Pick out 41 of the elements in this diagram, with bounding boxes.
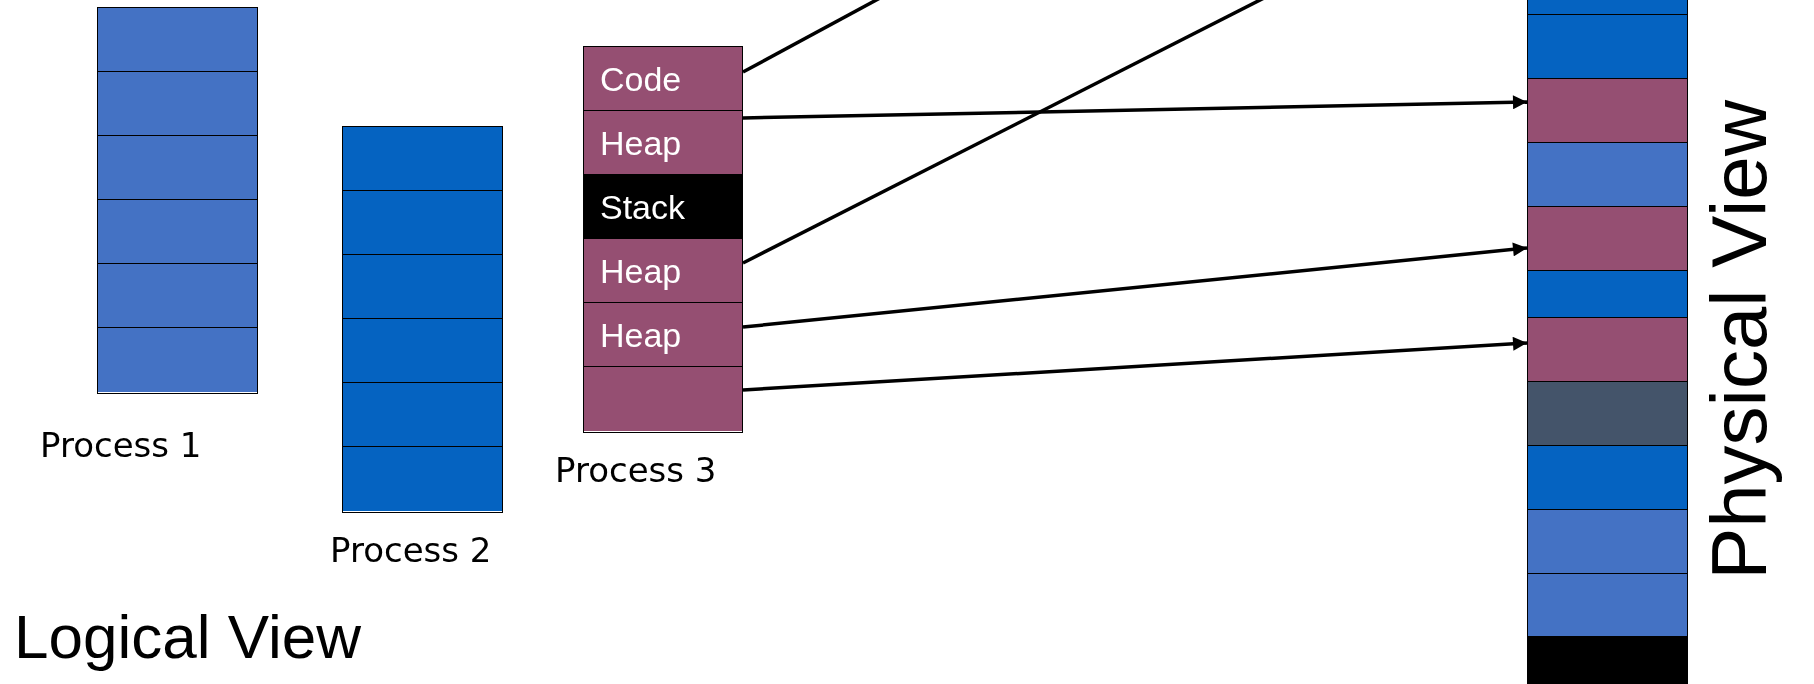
memory-segment	[98, 264, 257, 328]
memory-segment	[98, 328, 257, 392]
memory-segment	[343, 383, 502, 447]
memory-segment	[1528, 271, 1687, 318]
memory-segment	[1528, 207, 1687, 271]
process-label: Process 2	[330, 530, 492, 570]
arrow	[742, 242, 1528, 329]
memory-segment	[1528, 510, 1687, 574]
memory-segment	[1528, 446, 1687, 510]
connector-line	[742, 0, 1265, 265]
process-label: Process 1	[40, 425, 202, 465]
memory-segment	[98, 200, 257, 264]
memory-segment	[584, 367, 742, 431]
memory-segment	[98, 72, 257, 136]
memory-segment	[1528, 382, 1687, 446]
memory-segment	[1528, 143, 1687, 207]
memory-column	[1527, 0, 1688, 684]
memory-segment	[1528, 637, 1687, 684]
connector-line	[742, 0, 881, 74]
memory-segment	[343, 127, 502, 191]
memory-segment	[1528, 318, 1687, 382]
memory-segment	[343, 319, 502, 383]
memory-segment	[343, 255, 502, 319]
memory-segment: Heap	[584, 111, 742, 175]
memory-segment: Code	[584, 47, 742, 111]
memory-segment: Stack	[584, 175, 742, 239]
arrow	[742, 336, 1528, 392]
memory-segment	[1528, 15, 1687, 79]
memory-segment	[1528, 574, 1687, 637]
memory-segment	[98, 8, 257, 72]
memory-segment	[1528, 79, 1687, 143]
memory-segment	[343, 447, 502, 511]
process-label: Process 3	[555, 450, 717, 490]
memory-column	[97, 7, 258, 394]
memory-column	[583, 46, 743, 433]
memory-segment: Heap	[584, 239, 742, 303]
arrow	[742, 95, 1528, 120]
memory-segment	[98, 136, 257, 200]
memory-segment: Heap	[584, 303, 742, 367]
memory-column	[342, 126, 503, 513]
memory-segment	[343, 191, 502, 255]
